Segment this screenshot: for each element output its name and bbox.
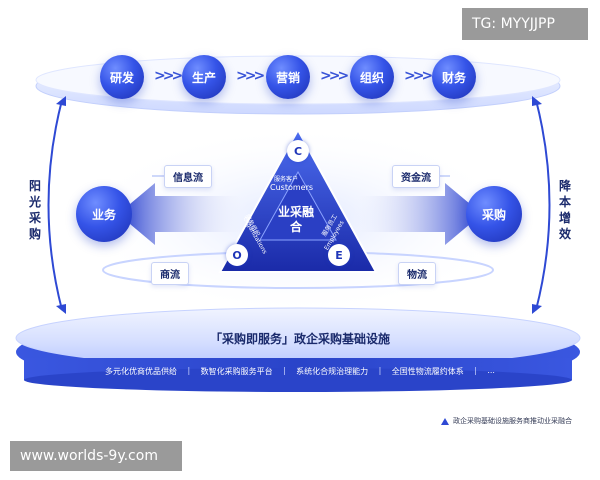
infrastructure-items: 多元化优商优品供给 | 数智化采购服务平台 | 系统化合规治理能力 | 全国性物… — [105, 366, 495, 377]
node-production: 生产 — [182, 55, 226, 99]
node-business: 业务 — [76, 186, 132, 242]
infrastructure-item: 数智化采购服务平台 — [200, 367, 273, 376]
node-marketing: 营销 — [266, 55, 310, 99]
node-rnd: 研发 — [100, 55, 144, 99]
triangle-letter-o: O — [226, 244, 248, 266]
triangle-icon — [441, 417, 449, 425]
infrastructure-title: 「采购即服务」政企采购基础设施 — [209, 332, 390, 346]
flow-label-logistics: 物流 — [398, 262, 436, 285]
item-separator: | — [187, 366, 191, 375]
chevron-separator: >>> — [236, 68, 265, 84]
infrastructure-item: 全国性物流履约体系 — [391, 367, 464, 376]
chevron-separator: >>> — [404, 68, 433, 84]
caption-text: 政企采购基础设施服务商推动业采融合 — [453, 417, 572, 425]
node-procurement: 采购 — [466, 186, 522, 242]
figure-caption: 政企采购基础设施服务商推动业采融合 — [441, 416, 572, 426]
infrastructure-item: ... — [487, 366, 495, 375]
node-finance: 财务 — [432, 55, 476, 99]
node-organization: 组织 — [350, 55, 394, 99]
triangle-letter-c: C — [287, 140, 309, 162]
triangle-letter-e: E — [328, 244, 350, 266]
watermark-url: www.worlds-9y.com — [10, 441, 182, 471]
flow-label-goods: 商流 — [151, 262, 189, 285]
side-label-left: 阳光采购 — [28, 179, 41, 241]
item-separator: | — [474, 366, 477, 375]
core-label: 业采融合 — [277, 205, 314, 234]
item-separator: | — [283, 366, 286, 375]
left-flow-arrow — [118, 183, 250, 245]
side-label-right: 降本增效 — [558, 179, 571, 241]
item-separator: | — [378, 366, 382, 375]
customers-en: Customers — [270, 183, 314, 192]
flow-label-capital: 资金流 — [392, 165, 440, 188]
chevron-separator: >>> — [154, 68, 183, 84]
flow-label-info: 信息流 — [164, 165, 212, 188]
infrastructure-item: 多元化优商优品供给 — [105, 367, 177, 376]
infrastructure-item: 系统化合规治理能力 — [296, 367, 369, 376]
watermark-tg: TG: MYYJJPP — [462, 8, 588, 40]
customers-cn: 服务客户 — [274, 176, 299, 183]
chevron-separator: >>> — [320, 68, 349, 84]
right-flow-arrow — [350, 183, 482, 245]
